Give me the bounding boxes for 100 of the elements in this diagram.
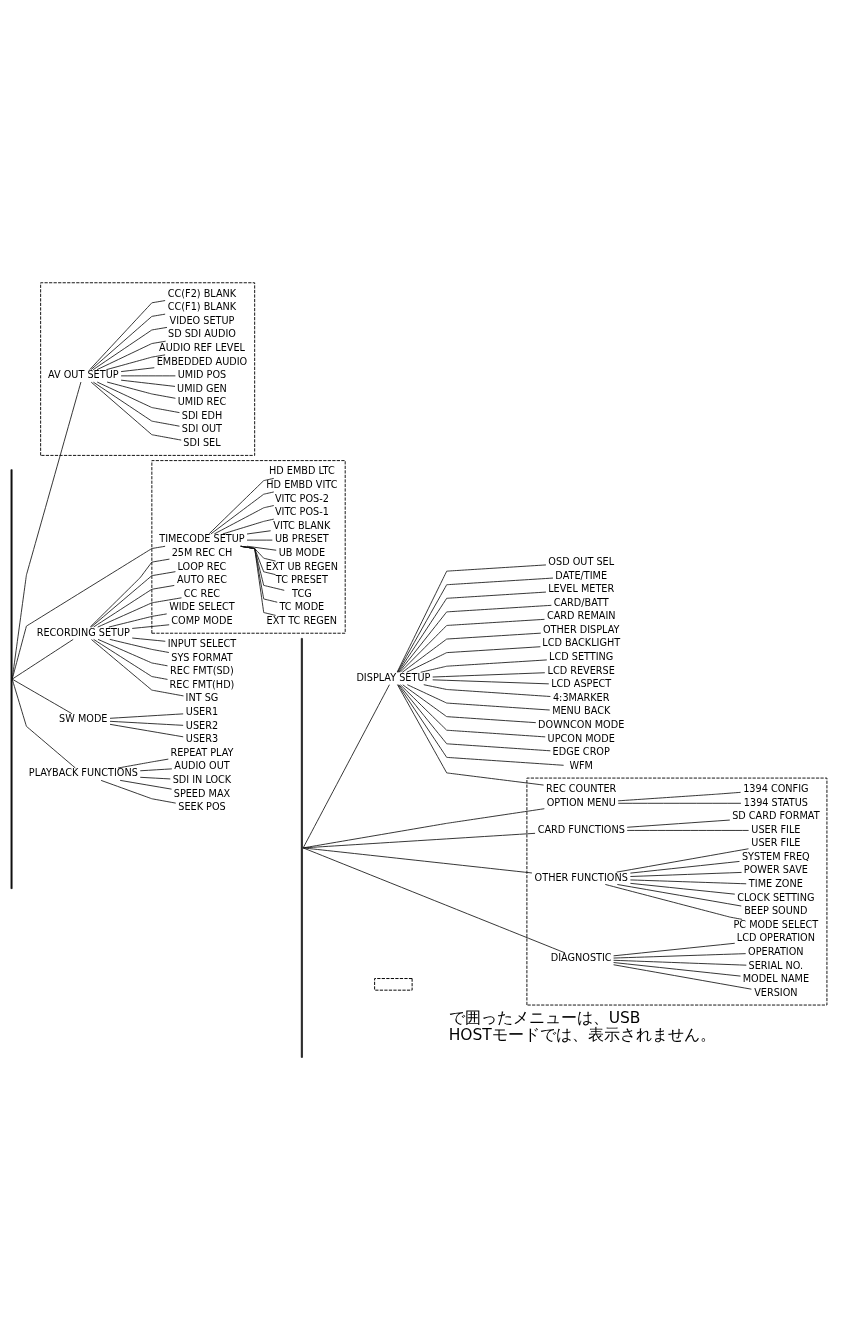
node-text: WFM (569, 759, 593, 771)
connector (246, 530, 272, 535)
connector (131, 637, 166, 642)
connector (432, 672, 546, 678)
connector (617, 791, 741, 802)
node-text: DOWNCON MODE (538, 718, 625, 730)
connector (613, 959, 747, 966)
node-text: BEEP SOUND (744, 905, 808, 917)
node-text: REC FMT(HD) (169, 678, 235, 690)
node-text: REC FMT(SD) (170, 665, 234, 677)
node-text: RECORDING SETUP (36, 626, 130, 638)
connector (96, 381, 180, 414)
node-text: OPTION MENU (546, 796, 616, 808)
node-text: CC(F2) BLANK (167, 287, 237, 299)
node-text: LCD BACKLIGHT (542, 637, 621, 649)
connector (399, 618, 545, 673)
connector (613, 962, 741, 977)
connector (432, 679, 550, 685)
node-text: USER2 (185, 719, 219, 731)
node-text: EXT UB REGEN (265, 560, 338, 572)
connector (630, 882, 736, 895)
node-text: DISPLAY SETUP (356, 671, 431, 683)
connector (240, 545, 276, 562)
node-text: LEVEL METER (548, 583, 615, 595)
connector (616, 884, 742, 907)
node-text: SYSTEM FREQ (741, 850, 810, 862)
connector (109, 713, 184, 719)
node-text: REPEAT PLAY (170, 746, 234, 758)
node-text: VIDEO SETUP (169, 314, 235, 326)
cluster (526, 777, 828, 1006)
node-text: MENU BACK (552, 705, 611, 717)
connector (97, 638, 168, 667)
node-text: UB PRESET (275, 533, 329, 545)
node-text: POWER SAVE (743, 864, 808, 876)
node-text: CARD/BATT (553, 596, 609, 608)
node-text: SDI OUT (181, 423, 223, 435)
connector (240, 545, 276, 616)
connector (613, 953, 747, 959)
node-text: VITC BLANK (273, 519, 331, 531)
node-text: LCD OPERATION (736, 932, 815, 944)
node-text: PLAYBACK FUNCTIONS (28, 767, 138, 779)
node-text: 4:3MARKER (552, 691, 610, 703)
connector (402, 684, 537, 724)
connector (105, 354, 166, 371)
connector (401, 632, 542, 673)
connector (240, 545, 285, 591)
node-text: TIMECODE SETUP (159, 533, 245, 545)
node-text: VITC POS-2 (274, 492, 329, 504)
node-text: 1394 STATUS (743, 796, 808, 808)
connector (397, 577, 554, 673)
node-text: PC MODE SELECT (733, 918, 819, 930)
connector (93, 639, 168, 680)
connector (100, 779, 177, 804)
node-text: 1394 CONFIG (743, 782, 809, 794)
node-text: OTHER DISPLAY (542, 623, 620, 635)
node-bar (300, 638, 303, 1058)
node-text: USER FILE (751, 823, 801, 835)
node-text: EDGE CROP (552, 746, 610, 758)
node-text: CC(F1) BLANK (167, 301, 237, 313)
node-text: HD EMBD LTC (269, 465, 335, 477)
node-text: LCD ASPECT (551, 678, 612, 690)
legend-label: で囲ったメニューは、USB HOSTモードでは、表示されません。 (448, 1009, 716, 1045)
node-text: SERIAL NO. (748, 959, 804, 971)
node-text: CLOCK SETTING (737, 891, 815, 903)
node-text: SDI SEL (183, 437, 221, 449)
connector (89, 300, 166, 371)
connector (208, 477, 275, 535)
connector (398, 604, 552, 673)
node-bar (10, 469, 13, 889)
node-text: CARD FUNCTIONS (537, 823, 625, 835)
node-text: UMID GEN (177, 382, 227, 394)
connector (302, 847, 566, 954)
connector (93, 585, 175, 628)
connector (630, 861, 740, 874)
connector (626, 830, 750, 831)
node-text: VITC POS-1 (274, 506, 329, 518)
connector (120, 379, 176, 387)
node-text: CARD REMAIN (546, 610, 616, 622)
connector (406, 684, 551, 711)
connector (117, 758, 169, 769)
connector (109, 720, 184, 726)
node-text: LCD SETTING (549, 651, 614, 663)
cluster (40, 282, 256, 456)
node-text: MODEL NAME (742, 973, 810, 985)
connector (397, 684, 565, 766)
node-text: SW MODE (59, 713, 108, 725)
node-text: LCD REVERSE (547, 664, 615, 676)
connector (423, 684, 551, 697)
node-text: AV OUT SETUP (48, 369, 119, 381)
node-text: INT SG (185, 692, 219, 704)
node-text: UMID POS (177, 369, 227, 381)
connector (90, 571, 176, 628)
node-text: REC COUNTER (546, 782, 617, 794)
node-text: USER1 (185, 706, 219, 718)
node-text: DATE/TIME (555, 569, 608, 581)
connector (90, 381, 182, 441)
connector (613, 942, 736, 957)
connector (139, 776, 171, 780)
connector (91, 639, 184, 697)
connector (97, 597, 182, 628)
